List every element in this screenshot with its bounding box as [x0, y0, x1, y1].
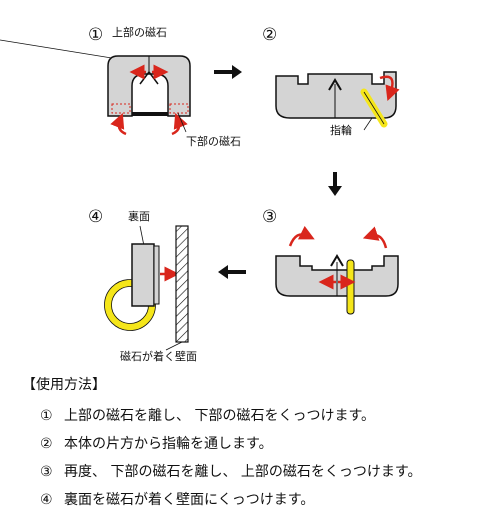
step2-hinge [328, 78, 342, 91]
arrow-step1-to-2 [214, 65, 242, 79]
step1-marker: ① [88, 25, 103, 45]
step2-rotate-arrow [379, 75, 400, 102]
lower-magnet-leader [177, 112, 187, 133]
usage-step-text: 本体の片方から指輪を通します。 [64, 436, 273, 452]
step1-rotate-arrow-left [110, 113, 127, 136]
lower-magnet-right-zone [169, 103, 189, 114]
lower-magnet-left-zone [111, 103, 131, 114]
step3-marker: ③ [262, 207, 277, 227]
step2-marker: ② [262, 25, 277, 45]
step3-rotate-arrow-right [362, 226, 388, 249]
usage-step-number: ④ [40, 492, 53, 508]
step1-figure: ① 上部の磁石 下部の磁石 [0, 25, 241, 148]
ring-leader [363, 117, 373, 131]
back-side-leader [139, 225, 145, 247]
usage-step-3: ③ 再度、 下部の磁石を離し、 上部の磁石をくっつけます。 [40, 458, 422, 486]
usage-step-text: 上部の磁石を離し、 下部の磁石をくっつけます。 [64, 408, 376, 424]
step4-ring-outline-outer [104, 279, 156, 331]
usage-step-2: ② 本体の片方から指輪を通します。 [40, 430, 422, 458]
step4-back-plate [153, 245, 160, 305]
arrow-step2-to-3 [328, 172, 342, 196]
step3-figure: ③ [262, 207, 399, 315]
usage-step-number: ② [40, 436, 53, 452]
step4-marker: ④ [88, 207, 103, 227]
step4-body [131, 243, 155, 307]
arrow-step3-to-4 [218, 265, 246, 279]
ring-label: 指輪 [330, 123, 352, 137]
lower-magnet-label: 下部の磁石 [186, 134, 241, 148]
step2-figure: ② 指輪 [262, 25, 400, 137]
usage-step-number: ③ [40, 464, 53, 480]
upper-magnet-label: 上部の磁石 [112, 25, 167, 39]
usage-diagram: ① 上部の磁石 下部の磁石 ② 指輪 ③ [0, 25, 400, 363]
magnet-wall-leader [165, 341, 183, 351]
usage-step-text: 再度、 下部の磁石を離し、 上部の磁石をくっつけます。 [64, 464, 422, 480]
usage-step-4: ④ 裏面を磁石が着く壁面にくっつけます。 [40, 486, 422, 514]
usage-step-text: 裏面を磁石が着く壁面にくっつけます。 [64, 492, 315, 508]
back-side-label: 裏面 [128, 209, 150, 223]
usage-step-1: ① 上部の磁石を離し、 下部の磁石をくっつけます。 [40, 402, 422, 430]
usage-steps: ① 上部の磁石を離し、 下部の磁石をくっつけます。 ② 本体の片方から指輪を通します… [40, 402, 422, 514]
step2-body [275, 71, 397, 119]
step1-hinge [139, 70, 159, 85]
step3-hinge [330, 254, 344, 267]
step3-ring [346, 259, 355, 315]
step2-ring-outline [363, 91, 385, 125]
step4-figure: ④ 裏面 磁石が着く壁面 [88, 207, 197, 363]
usage-step-number: ① [40, 408, 53, 424]
magnet-wall-label: 磁石が着く壁面 [120, 349, 197, 363]
wall [175, 225, 189, 343]
step1-rotate-arrow-right [171, 113, 188, 136]
step3-rotate-arrow-left [288, 225, 315, 247]
usage-heading: 【使用方法】 [22, 377, 106, 393]
